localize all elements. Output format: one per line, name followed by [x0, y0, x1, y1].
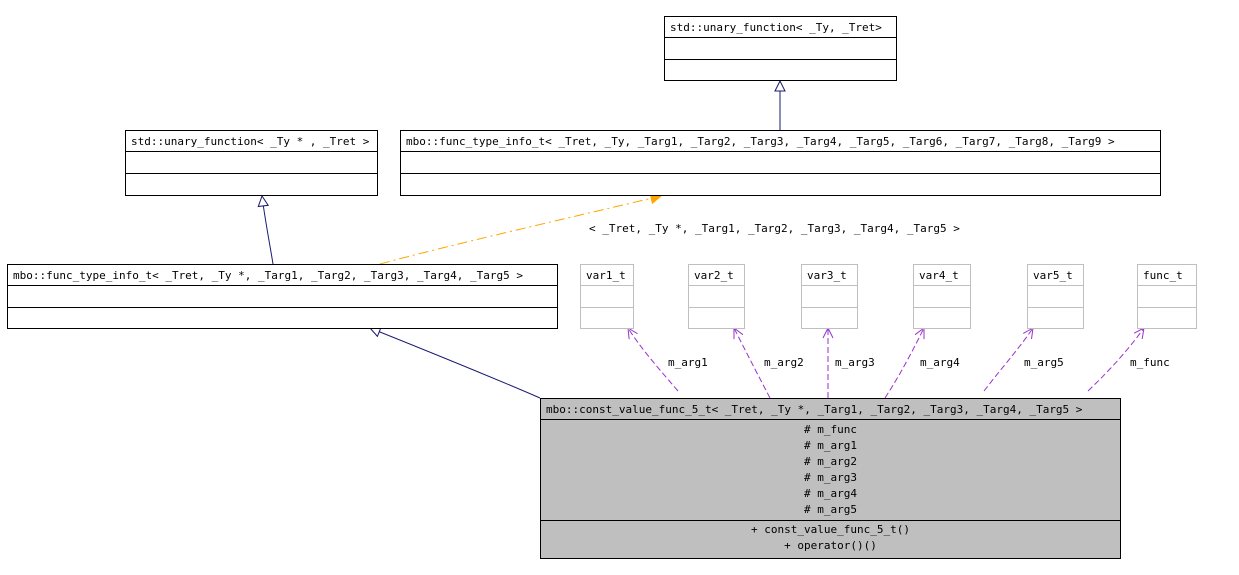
usage-edge-m_arg1 [628, 328, 679, 392]
attributes-compartment [581, 285, 633, 307]
class-func-t[interactable]: func_t [1137, 264, 1197, 329]
class-name: mbo::const_value_func_5_t< _Tret, _Ty *,… [546, 403, 1083, 416]
class-unary-function-ptr[interactable]: std::unary_function< _Ty * , _Tret > [125, 130, 378, 196]
attributes-compartment [8, 285, 557, 307]
edge-label-m_arg4: m_arg4 [920, 356, 960, 369]
usage-edge-m_func [1087, 328, 1144, 392]
operations-compartment [1028, 307, 1083, 329]
attribute-m_arg5: # m_arg5 [804, 503, 857, 516]
class-name: var1_t [586, 269, 626, 282]
class-name: std::unary_function< _Ty, _Tret> [670, 21, 882, 34]
operations-compartment [1138, 307, 1196, 329]
class-var1-t[interactable]: var1_t [580, 264, 634, 329]
attribute-m_arg2: # m_arg2 [804, 455, 857, 468]
attribute-m_arg1: # m_arg1 [804, 439, 857, 452]
class-var4-t[interactable]: var4_t [913, 264, 971, 329]
class-name: mbo::func_type_info_t< _Tret, _Ty *, _Ta… [13, 269, 523, 282]
inheritance-edge-main-to-5 [370, 328, 541, 399]
attribute-m_arg3: # m_arg3 [804, 471, 857, 484]
class-name: std::unary_function< _Ty * , _Tret > [131, 135, 370, 148]
attributes-compartment [689, 285, 744, 307]
class-var5-t[interactable]: var5_t [1027, 264, 1084, 329]
attributes-compartment [1028, 285, 1083, 307]
class-name: var2_t [694, 269, 734, 282]
class-name: var3_t [807, 269, 847, 282]
class-func-type-info-full[interactable]: mbo::func_type_info_t< _Tret, _Ty, _Targ… [400, 130, 1161, 196]
usage-edge-m_arg2 [734, 328, 771, 399]
operations-compartment: + const_value_func_5_t() + operator()() [541, 520, 1120, 556]
attributes-compartment [665, 37, 896, 59]
edge-label-m_func: m_func [1130, 356, 1170, 369]
class-name: var4_t [919, 269, 959, 282]
edge-label-m_arg3: m_arg3 [835, 356, 875, 369]
operations-compartment [126, 173, 377, 195]
operations-compartment [401, 173, 1160, 195]
operation-constructor: + const_value_func_5_t() [751, 523, 910, 536]
inheritance-edge-5-to-unary-ptr [262, 196, 274, 265]
usage-edge-m_arg5 [983, 328, 1033, 392]
attributes-compartment: # m_func # m_arg1 # m_arg2 # m_arg3 # m_… [541, 419, 1120, 520]
operations-compartment [914, 307, 970, 329]
attributes-compartment [802, 285, 857, 307]
template-binding-label: < _Tret, _Ty *, _Targ1, _Targ2, _Targ3, … [589, 222, 960, 235]
class-name: mbo::func_type_info_t< _Tret, _Ty, _Targ… [406, 135, 1115, 148]
class-var3-t[interactable]: var3_t [801, 264, 858, 329]
operations-compartment [8, 307, 557, 329]
class-name: func_t [1143, 269, 1183, 282]
class-func-type-info-5[interactable]: mbo::func_type_info_t< _Tret, _Ty *, _Ta… [7, 264, 558, 329]
class-var2-t[interactable]: var2_t [688, 264, 745, 329]
operations-compartment [802, 307, 857, 329]
attributes-compartment [401, 151, 1160, 173]
operations-compartment [689, 307, 744, 329]
attributes-compartment [914, 285, 970, 307]
class-unary-function[interactable]: std::unary_function< _Ty, _Tret> [664, 16, 897, 81]
attributes-compartment [1138, 285, 1196, 307]
edge-label-m_arg2: m_arg2 [764, 356, 804, 369]
attribute-m_arg4: # m_arg4 [804, 487, 857, 500]
edge-label-m_arg5: m_arg5 [1024, 356, 1064, 369]
usage-edge-m_arg4 [884, 328, 924, 399]
class-name: var5_t [1033, 269, 1073, 282]
attribute-m_func: # m_func [804, 423, 857, 436]
operations-compartment [665, 59, 896, 81]
template-instance-edge [379, 196, 661, 265]
edge-label-m_arg1: m_arg1 [668, 356, 708, 369]
attributes-compartment [126, 151, 377, 173]
operation-call-operator: + operator()() [784, 539, 877, 552]
class-const-value-func-5[interactable]: mbo::const_value_func_5_t< _Tret, _Ty *,… [540, 398, 1121, 559]
operations-compartment [581, 307, 633, 329]
